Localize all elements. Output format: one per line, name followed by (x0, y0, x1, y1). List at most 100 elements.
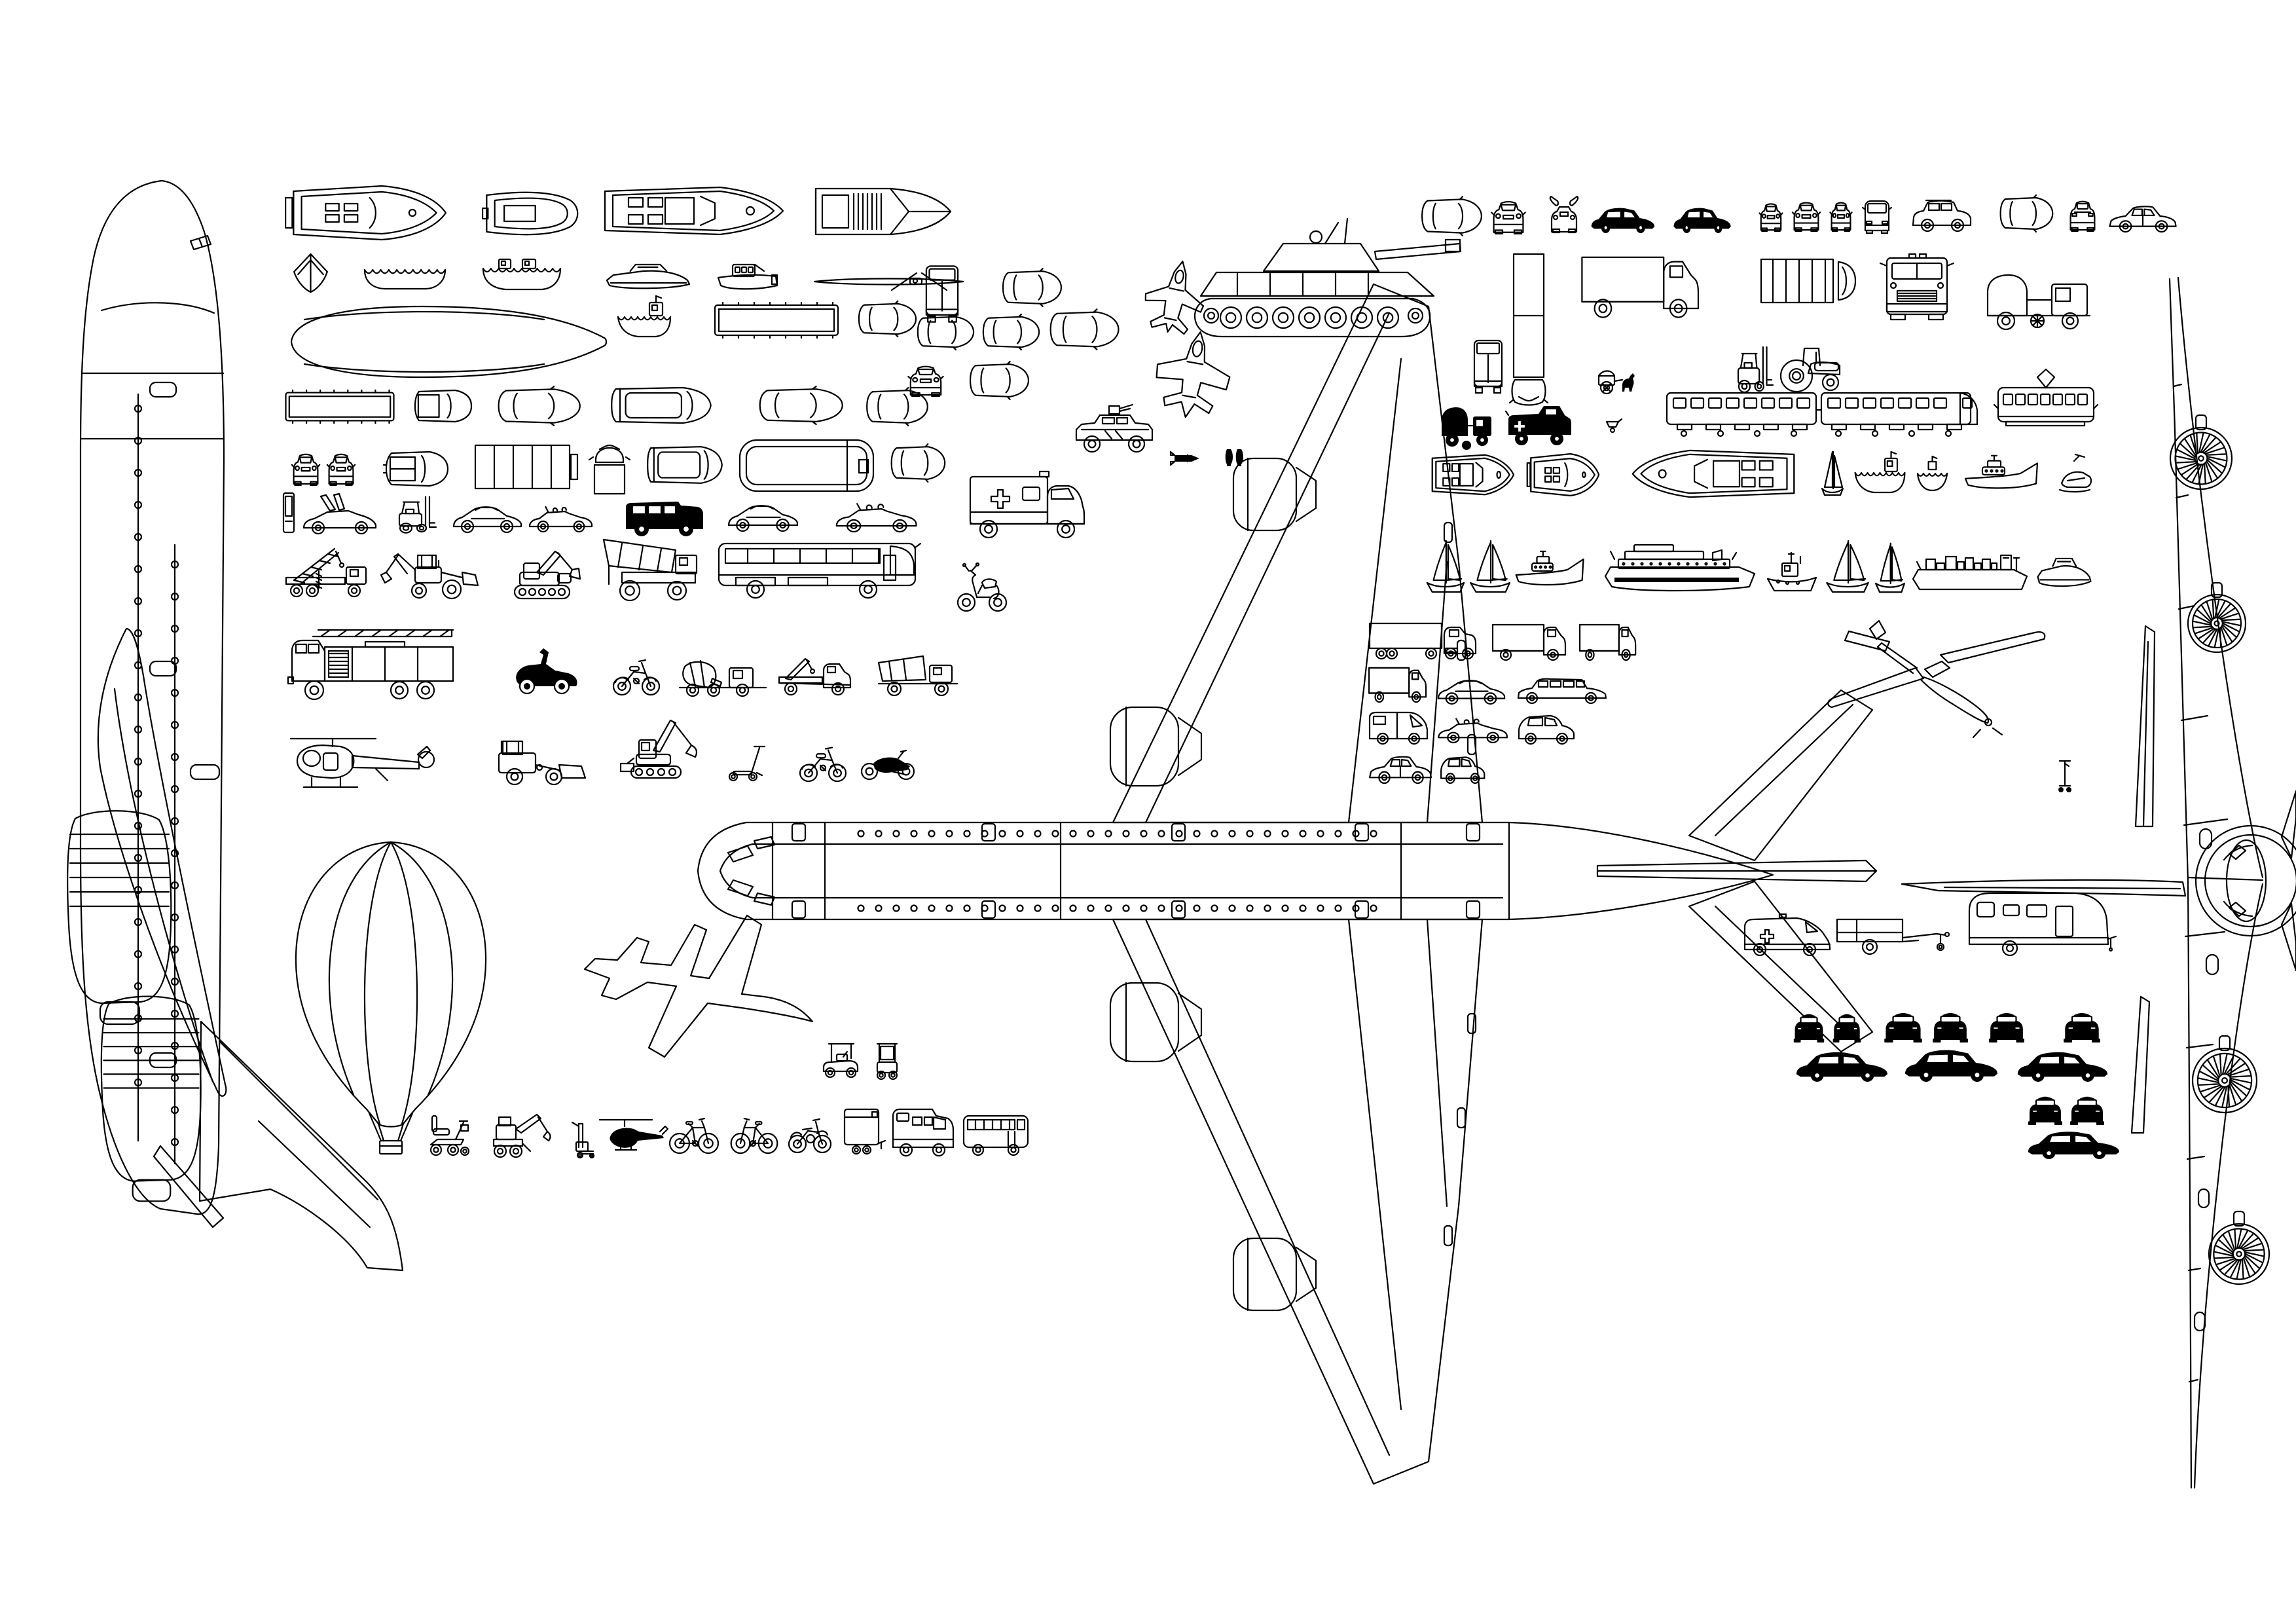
airliner-silhouette (585, 915, 812, 1057)
kick-scooter-side (729, 747, 765, 781)
gullwing-car-front (1550, 196, 1578, 232)
van-top-a (611, 388, 710, 423)
missile (1171, 452, 1199, 465)
mountain-bike (731, 1118, 778, 1153)
convertible-side-a (530, 507, 592, 532)
mining-dump-truck (604, 540, 697, 600)
fire-ladder-truck (288, 630, 453, 699)
runabout-boat-top (816, 189, 951, 234)
cargo-ship-side (1913, 555, 2027, 589)
speedboat-side (607, 265, 689, 288)
wheelbarrow (1607, 419, 1622, 432)
kayak-top (294, 254, 327, 292)
helicopter-small (600, 1120, 668, 1150)
passenger-train (1667, 393, 1977, 436)
car-top-b (1003, 268, 1061, 306)
sailboat-side-c (1827, 541, 1868, 592)
coach-bus-side (719, 544, 920, 598)
car-top-i (1422, 196, 1482, 236)
scooter-silhouette (516, 648, 577, 693)
car-front-dark-c (1989, 1013, 2024, 1043)
box-truck-side-d (1369, 668, 1426, 702)
city-bus-small (964, 1116, 1028, 1155)
car-side-dark-f (2028, 1132, 2120, 1159)
ambulance-pickup (1506, 406, 1571, 445)
car-top-dark-a (760, 386, 843, 424)
sports-car-side-a (454, 507, 521, 532)
car-top-c (918, 314, 974, 350)
sedan-side-b (1370, 757, 1431, 783)
sailboat-side-a (1427, 541, 1464, 592)
excavator-side (515, 551, 580, 599)
airliner-front-view-large (1902, 278, 2296, 1488)
fire-truck-front (1880, 254, 1954, 320)
speedboat-top-large (1633, 451, 1795, 497)
van-side (1370, 712, 1427, 744)
car-front-sm-a (1760, 204, 1783, 231)
car-front-sm-c (1830, 203, 1851, 231)
dump-truck-side (879, 656, 957, 695)
open-lifeboat-side (483, 259, 560, 289)
cabin-cruiser-side (718, 265, 777, 289)
cab-trailer-top (589, 445, 630, 494)
car-top-h (892, 444, 945, 482)
box-truck-side-a (1582, 257, 1698, 318)
truck-rear-top (926, 266, 958, 322)
box-grid-top (475, 445, 577, 489)
tractor-side (1781, 348, 1840, 392)
forklift-a (399, 497, 436, 533)
tram-side (1994, 369, 2098, 426)
flatbed-trailer-top (715, 303, 838, 338)
street-sweeper-side (1988, 275, 2090, 329)
vespa-scooter-side (958, 563, 1006, 611)
lambo-scissor-doors (304, 494, 376, 534)
horse-carriage (1599, 371, 1635, 394)
car-rear-dark-b (1933, 1013, 1968, 1043)
pickup-top-open (384, 452, 448, 486)
semi-truck-side (1370, 623, 1476, 659)
limousine-side (1518, 679, 1606, 703)
dirt-bike (789, 1119, 831, 1153)
sports-car-side-c (1438, 680, 1504, 704)
van-front (1863, 201, 1891, 233)
scooter-tiny (2058, 761, 2071, 792)
flatbed-truck-top (286, 390, 394, 423)
hot-air-balloon (296, 842, 486, 1154)
fishing-boat-b (1855, 452, 1905, 492)
ambulance-van (1745, 914, 1830, 955)
helicopter-side (291, 739, 434, 787)
box-truck-side-c (1580, 625, 1635, 660)
wheel-loader-side (499, 741, 585, 784)
car-side-dark-b (1673, 208, 1731, 233)
container-truck-top (1510, 254, 1548, 405)
cruise-ship-side (1605, 545, 1755, 591)
moped-side (613, 660, 659, 695)
bus-top (740, 440, 873, 491)
motor-yacht-top (285, 186, 446, 240)
sweeper-mini (1442, 407, 1491, 450)
car-top-e (970, 361, 1029, 399)
convertible-side-b (1438, 719, 1507, 743)
sedan-top-a (1051, 309, 1119, 350)
speedboat-side-b (2038, 559, 2091, 586)
car-side-dark-a (1591, 208, 1655, 233)
ambulance-box-truck (970, 471, 1084, 538)
moped-dark-side (800, 748, 846, 782)
car-front-d (1491, 202, 1525, 234)
cement-mixer-truck (680, 661, 766, 696)
car-front-dark-d (2028, 1096, 2062, 1125)
crane-truck-side (286, 549, 366, 597)
sailboat-side-d (1876, 544, 1904, 593)
sedan-side-a (2109, 206, 2176, 232)
wheeled-excavator (494, 1115, 551, 1157)
airliner-side-view-large (67, 181, 403, 1270)
f22-fighter-top (1139, 255, 1212, 338)
cessna-top (1828, 621, 2045, 737)
rowing-shell-side (814, 273, 963, 290)
compact-car-side (1441, 757, 1484, 783)
humvee-gun-truck (1076, 405, 1152, 452)
battle-tank (1195, 219, 1461, 337)
car-front-a (908, 367, 943, 396)
